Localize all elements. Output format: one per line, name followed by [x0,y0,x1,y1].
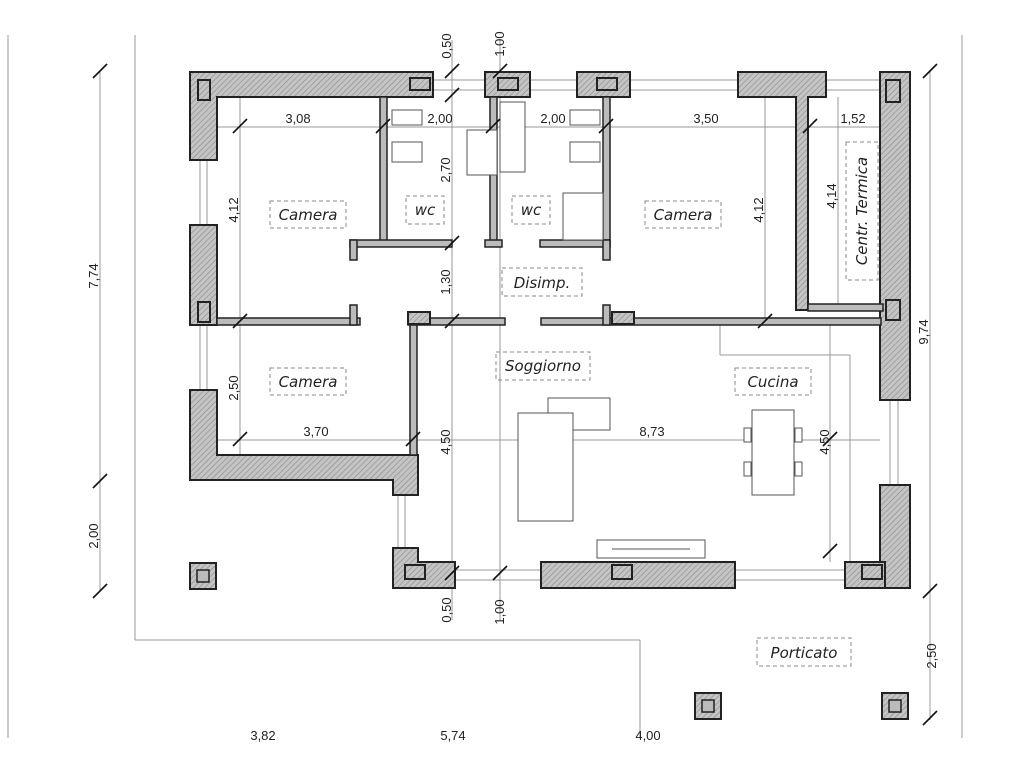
dimension-label: 9,74 [916,319,931,344]
dimension-label: 4,14 [824,183,839,208]
room-label-soggiorno: Soggiorno [505,357,581,375]
dimension-label: 2,00 [86,523,101,548]
dimension-label: 7,74 [86,263,101,288]
room-label-centrale-termica: Centr. Termica [853,157,871,265]
room-label-camera: Camera [279,206,338,224]
dimension-ticks [92,63,938,726]
dimension-label: 2,00 [427,111,452,126]
room-label-camera: Camera [279,373,338,391]
room-label-camera: Camera [654,206,713,224]
dimension-label: 2,50 [924,643,939,668]
pillars [189,77,909,720]
dimension-label: 0,50 [439,33,454,58]
dimension-label: 1,52 [840,111,865,126]
dimension-label: 8,73 [639,424,664,439]
room-label-cucina: Cucina [747,373,798,391]
dimension-label: 4,00 [635,728,660,743]
dimension-labels: 0,50 1,00 3,08 2,00 2,00 3,50 1,52 4,12 … [86,31,939,743]
dimension-label: 5,74 [440,728,465,743]
dimension-label: 3,50 [693,111,718,126]
room-label-disimpegno: Disimp. [514,274,571,292]
furniture [391,101,803,559]
room-label-wc: wc [521,201,542,219]
dimension-label: 3,08 [285,111,310,126]
dimension-label: 2,70 [438,157,453,182]
dimension-label: 4,12 [226,197,241,222]
room-label-porticato: Porticato [771,644,838,662]
dimension-label: 4,50 [438,429,453,454]
room-label-wc: wc [415,201,436,219]
room-labels: Camera wc wc Camera Centr. Termica Disim… [269,141,879,667]
dimension-lines [7,35,963,738]
dimension-label: 1,00 [492,31,507,56]
dimension-label: 4,50 [817,429,832,454]
dimension-label: 1,00 [492,599,507,624]
dimension-label: 3,70 [303,424,328,439]
dimension-label: 3,82 [250,728,275,743]
dimension-label: 4,12 [751,197,766,222]
dimension-label: 1,30 [438,269,453,294]
dimension-label: 0,50 [439,597,454,622]
dimension-label: 2,00 [540,111,565,126]
dimension-label: 2,50 [226,375,241,400]
